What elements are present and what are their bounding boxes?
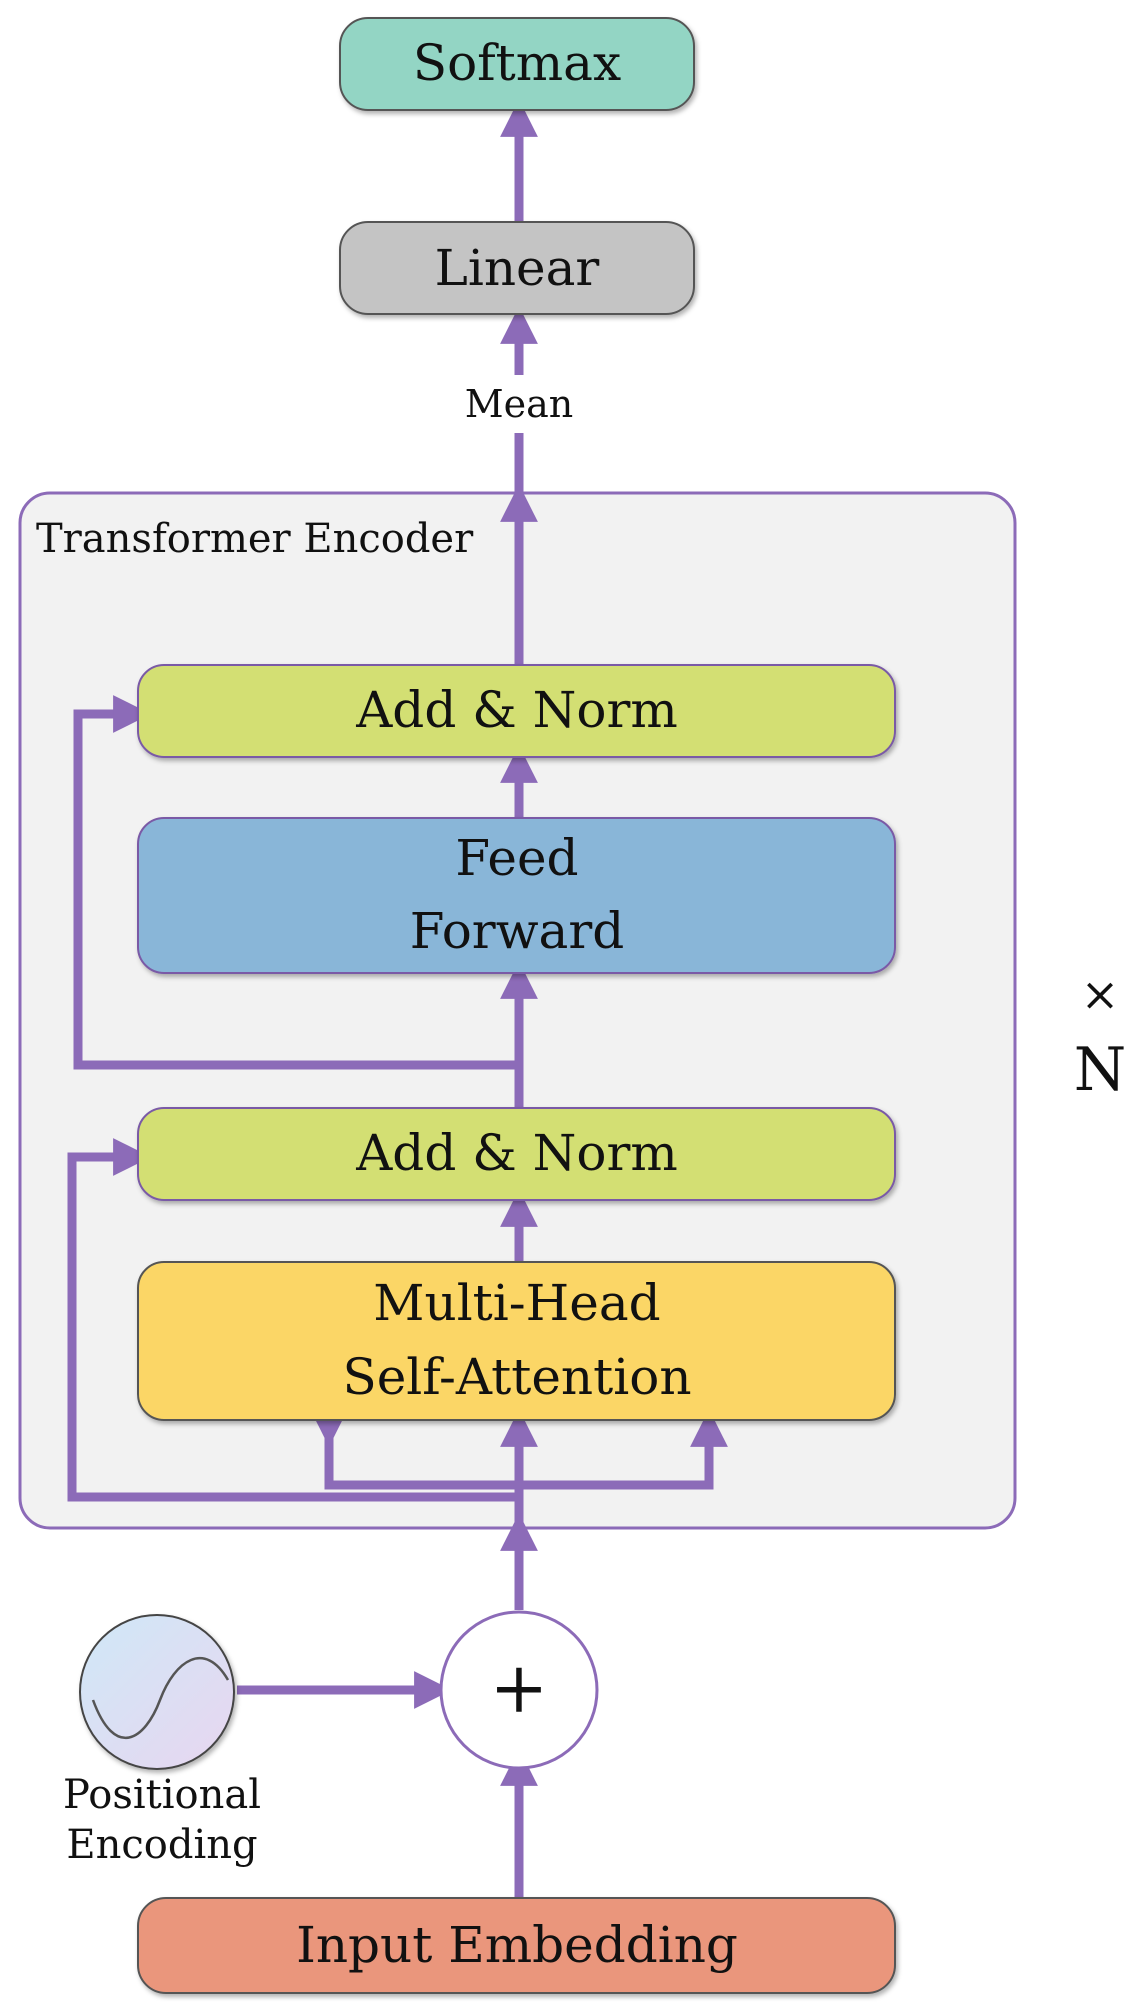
mean-label-bg <box>455 375 583 433</box>
plus-symbol: + <box>490 1647 549 1729</box>
positional-encoding-label-line1: Positional <box>63 1772 261 1818</box>
linear-box <box>339 221 695 315</box>
feed-forward-label-line2: Forward <box>410 902 624 960</box>
attention-box <box>137 1261 896 1421</box>
repeat-times-symbol: × <box>1081 967 1120 1021</box>
mean-label: Mean <box>465 382 574 426</box>
input-embedding-label: Input Embedding <box>296 1916 738 1974</box>
linear-label: Linear <box>435 239 600 297</box>
add-norm-top-box <box>137 664 896 758</box>
feed-forward-label-line1: Feed <box>455 829 578 887</box>
add-norm-top-label: Add & Norm <box>355 681 678 739</box>
add-norm-bottom-label: Add & Norm <box>355 1124 678 1182</box>
encoder-label: Transformer Encoder <box>36 516 474 562</box>
softmax-box <box>339 17 695 111</box>
connectors <box>67 99 728 1898</box>
softmax-label: Softmax <box>413 34 621 92</box>
sine-wave-icon <box>91 1657 230 1739</box>
positional-encoding-icon <box>79 1614 235 1770</box>
plus-circle <box>439 1610 599 1770</box>
feed-forward-box <box>137 817 896 974</box>
repeat-n-label: N <box>1074 1035 1127 1105</box>
attention-label-line1: Multi-Head <box>373 1274 660 1332</box>
residual-1 <box>67 1138 519 1502</box>
residual-2 <box>73 695 519 1070</box>
add-norm-bottom-box <box>137 1107 896 1201</box>
input-embedding-box <box>137 1897 896 1994</box>
positional-encoding-label-line2: Encoding <box>66 1822 257 1868</box>
attention-label-line2: Self-Attention <box>342 1348 691 1406</box>
